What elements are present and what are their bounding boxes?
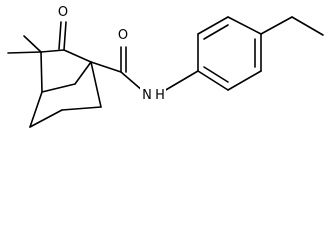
- atom-labels: O O N H: [56, 4, 166, 103]
- amide-oxygen-background: [116, 27, 131, 42]
- amide-nitrogen-label: N: [142, 88, 152, 103]
- molecule-drawing: O O N H: [7, 4, 324, 128]
- bond-c8-c9: [29, 109, 63, 128]
- bond-ar5-ar6: [227, 70, 262, 91]
- bond-n-aryl: [163, 70, 199, 92]
- bond-c10-c5: [90, 61, 102, 108]
- structure-canvas: O O N H: [7, 4, 324, 128]
- bond-c9-c10: [61, 106, 102, 111]
- bond-c1-c4: [40, 49, 65, 53]
- ketone-oxygen-background: [56, 4, 70, 19]
- bond-ar4-ethyl-ch2: [260, 16, 293, 35]
- bond-c7-c8: [29, 91, 43, 128]
- bond-ar3-ar4: [227, 16, 262, 35]
- bond-c5-c11: [90, 61, 122, 73]
- bond-ar-inner-1: [203, 24, 229, 40]
- bond-c11-n: [120, 71, 144, 92]
- bond-c1-c2: [23, 35, 42, 53]
- bond-c6-c7: [41, 83, 76, 93]
- bond-c1-c3: [7, 51, 42, 54]
- bond-c4-o1-b: [58, 21, 62, 50]
- bond-c1-c7: [40, 51, 43, 93]
- ketone-oxygen-label: O: [58, 5, 68, 20]
- bond-ethyl-ch2-ch3: [291, 16, 324, 36]
- bond-ar2-ar3: [197, 16, 229, 35]
- bond-c4-c5: [63, 49, 92, 63]
- bond-ar-inner-3: [203, 66, 229, 83]
- amide-nh-background: [140, 86, 166, 102]
- amide-oxygen-label: O: [118, 28, 128, 43]
- bond-lines: [7, 16, 324, 128]
- bond-c5-c6: [74, 61, 92, 85]
- amide-hydrogen-label: H: [155, 88, 165, 103]
- bond-ar6-ar1: [197, 70, 229, 91]
- bond-c4-o1-a: [63, 21, 67, 51]
